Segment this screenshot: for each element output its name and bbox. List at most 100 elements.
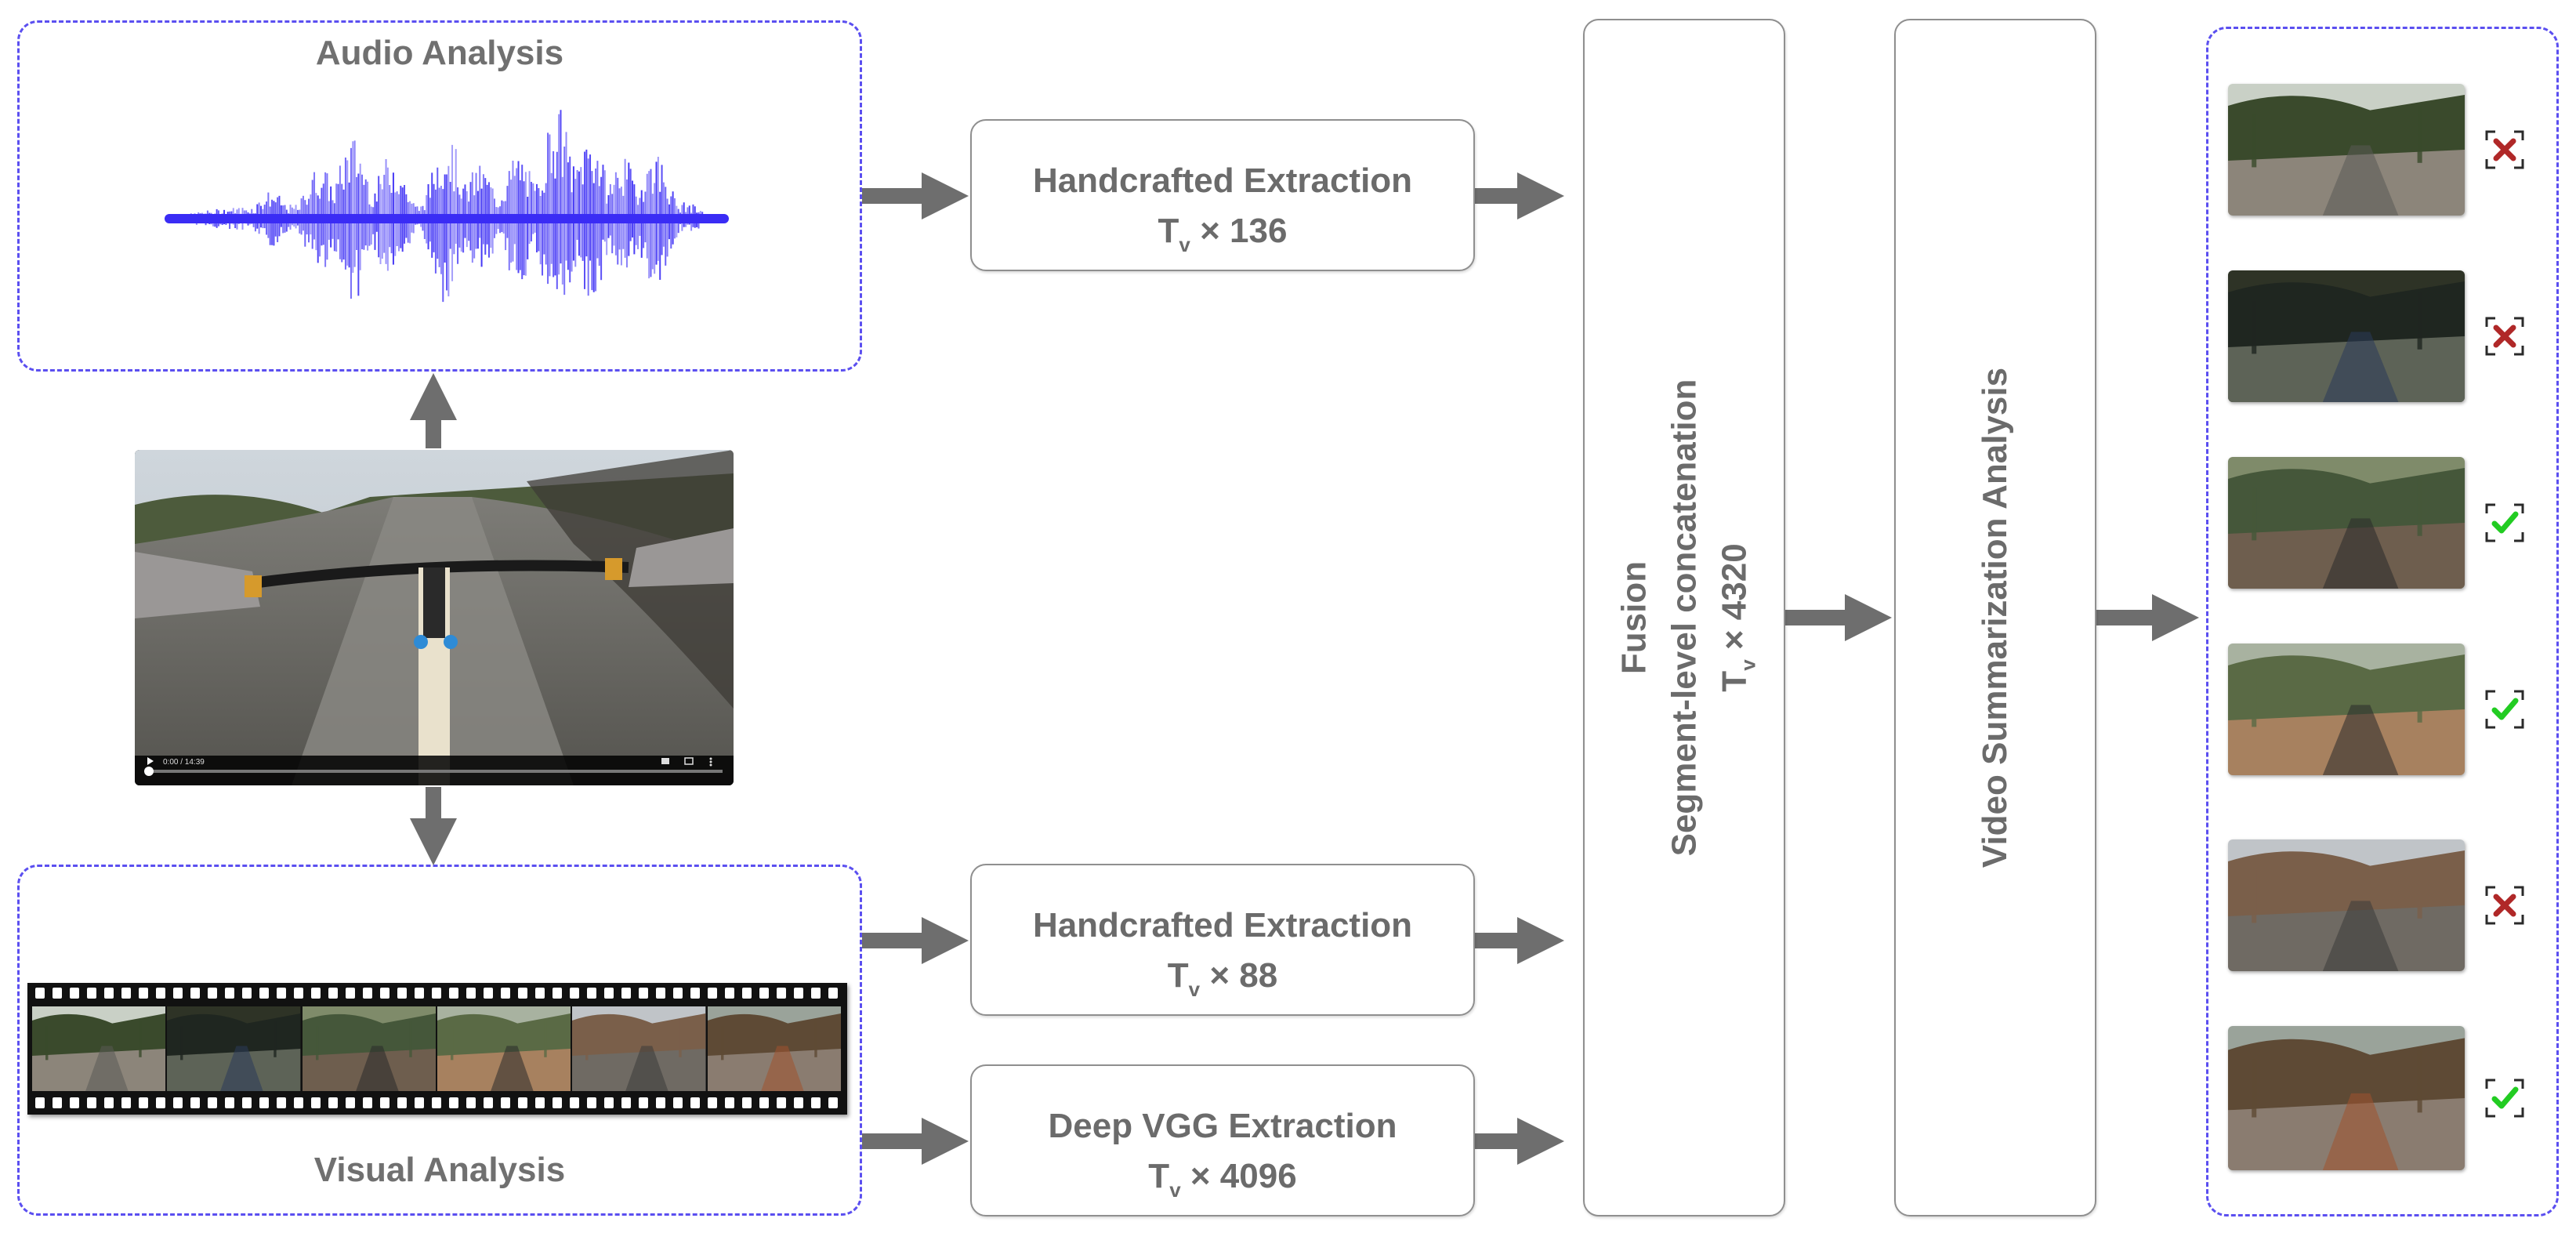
fusion-box: Fusion Segment-level concatenation Tv × … bbox=[1583, 19, 1785, 1216]
film-perforation bbox=[725, 1097, 734, 1108]
deep-vgg-extraction-box: Deep VGG Extraction Tv × 4096 bbox=[970, 1064, 1475, 1216]
film-perforation bbox=[621, 1097, 631, 1108]
film-perforation bbox=[466, 988, 476, 999]
film-perforation bbox=[553, 988, 562, 999]
fusion-text: Fusion Segment-level concatenation Tv × … bbox=[1609, 379, 1759, 857]
film-perforation bbox=[259, 1097, 269, 1108]
film-perforation bbox=[501, 1097, 510, 1108]
film-perforation bbox=[242, 988, 252, 999]
film-perforation bbox=[121, 1097, 131, 1108]
film-perforation bbox=[449, 1097, 458, 1108]
film-perforation bbox=[277, 988, 286, 999]
film-perforation bbox=[604, 1097, 614, 1108]
deep-vgg-label: Deep VGG Extraction bbox=[1048, 1107, 1397, 1145]
film-perforation bbox=[587, 1097, 596, 1108]
film-perforation bbox=[87, 988, 96, 999]
film-perforation bbox=[759, 988, 769, 999]
film-perforation bbox=[70, 1097, 79, 1108]
film-perforation bbox=[432, 988, 441, 999]
film-perforation bbox=[759, 1097, 769, 1108]
film-perforation bbox=[190, 988, 200, 999]
film-perforation bbox=[639, 988, 648, 999]
film-perforation bbox=[553, 1097, 562, 1108]
film-perforation bbox=[208, 988, 217, 999]
summary-keyframe[interactable] bbox=[2228, 839, 2465, 971]
more-options-icon[interactable] bbox=[709, 757, 712, 760]
film-perforation bbox=[53, 1097, 62, 1108]
film-perforation bbox=[35, 988, 45, 999]
film-perforation bbox=[139, 1097, 148, 1108]
film-perforation bbox=[484, 988, 493, 999]
film-perforation bbox=[139, 988, 148, 999]
selected-check-icon bbox=[2484, 689, 2525, 730]
rejected-cross-icon bbox=[2484, 316, 2525, 357]
film-perforation bbox=[173, 1097, 183, 1108]
film-frame bbox=[302, 1006, 436, 1091]
audio-handcrafted-label: Handcrafted Extraction bbox=[1032, 161, 1413, 200]
film-perforation bbox=[121, 988, 131, 999]
film-perforation bbox=[70, 988, 79, 999]
film-perforation bbox=[673, 1097, 683, 1108]
film-perforation bbox=[777, 988, 786, 999]
film-perforation bbox=[432, 1097, 441, 1108]
film-perforation bbox=[708, 988, 717, 999]
film-perforation bbox=[501, 988, 510, 999]
film-frame bbox=[572, 1006, 706, 1091]
film-perforation bbox=[742, 1097, 752, 1108]
summarization-label: Video Summarization Analysis bbox=[1976, 367, 2015, 868]
film-perforation bbox=[811, 988, 821, 999]
fullscreen-icon[interactable] bbox=[684, 757, 694, 765]
summarization-box: Video Summarization Analysis bbox=[1894, 19, 2096, 1216]
film-perforation bbox=[242, 1097, 252, 1108]
film-perforation bbox=[449, 988, 458, 999]
volume-icon[interactable] bbox=[661, 758, 669, 764]
film-strip bbox=[27, 983, 847, 1115]
film-perforation bbox=[259, 988, 269, 999]
summary-keyframe[interactable] bbox=[2228, 84, 2465, 216]
film-perforation bbox=[328, 1097, 338, 1108]
film-perforation bbox=[397, 1097, 407, 1108]
video-frame: 0:00 / 14:39 bbox=[135, 450, 734, 785]
film-perforation bbox=[673, 988, 683, 999]
film-perforation bbox=[397, 988, 407, 999]
film-perforation bbox=[466, 1097, 476, 1108]
summary-keyframe[interactable] bbox=[2228, 270, 2465, 402]
film-perforation bbox=[828, 1097, 838, 1108]
summary-keyframe[interactable] bbox=[2228, 457, 2465, 589]
film-perforation bbox=[621, 988, 631, 999]
visual-analysis-title: Visual Analysis bbox=[313, 1151, 566, 1189]
film-perforation bbox=[35, 1097, 45, 1108]
video-player[interactable]: 0:00 / 14:39 bbox=[135, 450, 734, 785]
film-perforation bbox=[156, 988, 165, 999]
film-perforation bbox=[294, 988, 303, 999]
film-frame bbox=[167, 1006, 301, 1091]
film-perforation bbox=[518, 1097, 527, 1108]
film-perforation bbox=[570, 988, 579, 999]
rejected-cross-icon bbox=[2484, 129, 2525, 170]
film-perforation bbox=[208, 1097, 217, 1108]
deep-vgg-dimension: Tv × 4096 bbox=[1148, 1156, 1297, 1202]
film-perforation bbox=[570, 1097, 579, 1108]
film-perforation bbox=[225, 1097, 234, 1108]
film-perforation bbox=[656, 988, 665, 999]
summary-keyframe[interactable] bbox=[2228, 644, 2465, 775]
film-perforation bbox=[690, 988, 700, 999]
film-perforation bbox=[484, 1097, 493, 1108]
film-frame bbox=[707, 1006, 841, 1091]
film-perforation bbox=[363, 1097, 372, 1108]
summary-keyframe[interactable] bbox=[2228, 1026, 2465, 1170]
audio-analysis-panel: Audio Analysis bbox=[17, 20, 862, 372]
film-perforation bbox=[794, 1097, 803, 1108]
visual-handcrafted-label: Handcrafted Extraction bbox=[1032, 906, 1413, 945]
film-perforation bbox=[604, 988, 614, 999]
film-perforation bbox=[828, 988, 838, 999]
fusion-dimension: Tv × 4320 bbox=[1714, 543, 1759, 692]
audio-waveform bbox=[165, 110, 729, 303]
film-perforation bbox=[53, 988, 62, 999]
film-perforation bbox=[708, 1097, 717, 1108]
film-perforation bbox=[639, 1097, 648, 1108]
film-perforation bbox=[535, 988, 545, 999]
film-perforation bbox=[328, 988, 338, 999]
film-perforation bbox=[104, 1097, 114, 1108]
